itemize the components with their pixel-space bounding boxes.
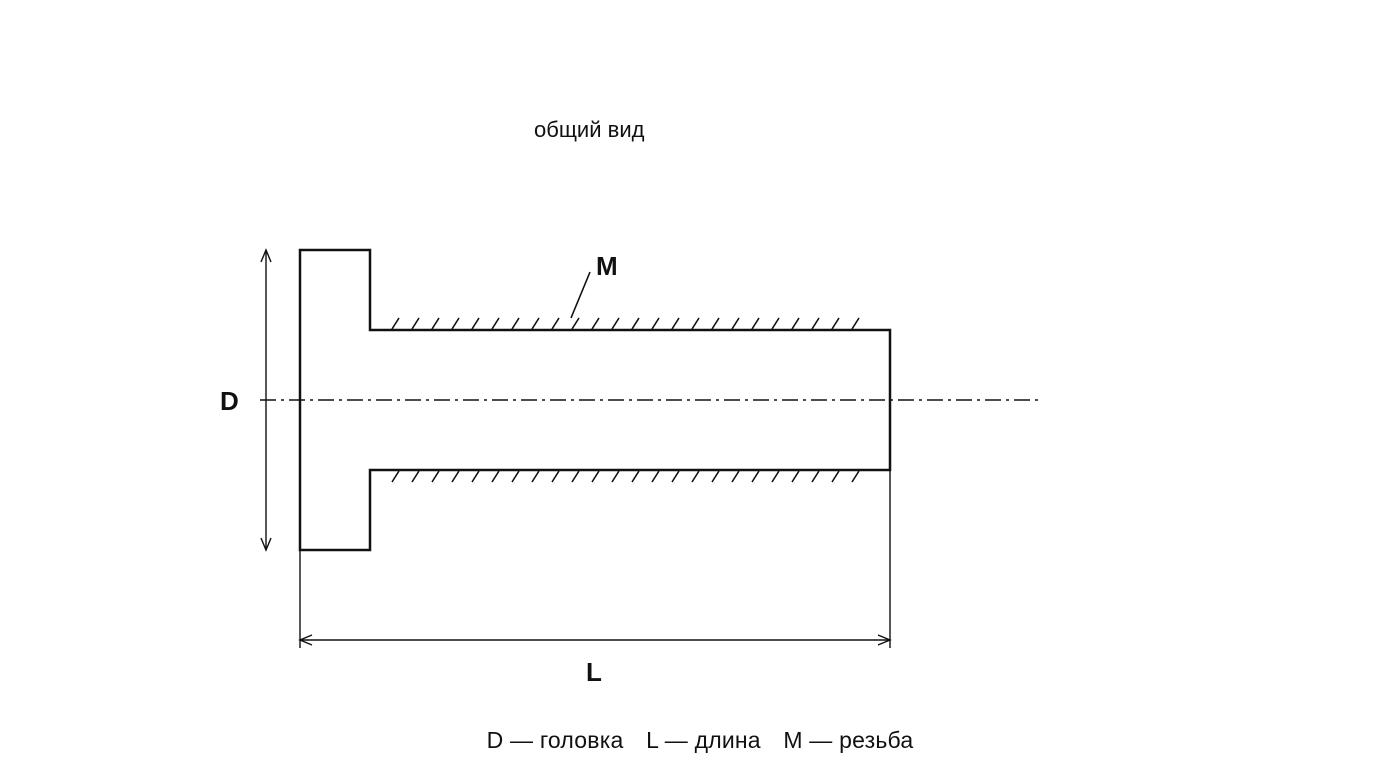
thread-hatch-mark xyxy=(671,317,680,330)
thread-hatch-mark xyxy=(571,317,580,330)
label-l: L xyxy=(586,657,602,687)
thread-hatch-mark xyxy=(811,470,820,483)
arrow-up-icon xyxy=(260,248,272,263)
thread-hatch-mark xyxy=(791,470,800,483)
arrow-down-icon xyxy=(260,537,272,552)
label-m: M xyxy=(596,251,618,281)
thread-hatch-mark xyxy=(591,470,600,483)
thread-hatch-mark xyxy=(471,317,480,330)
thread-hatch-mark xyxy=(571,470,580,483)
thread-hatch-mark xyxy=(511,470,520,483)
thread-hatch-mark xyxy=(851,470,860,483)
thread-hatching-bottom xyxy=(391,470,860,483)
legend-item: M — резьба xyxy=(783,727,914,753)
thread-hatch-mark xyxy=(531,470,540,483)
thread-hatch-mark xyxy=(631,470,640,483)
thread-hatch-mark xyxy=(731,470,740,483)
thread-hatch-mark xyxy=(591,317,600,330)
thread-hatch-mark xyxy=(771,317,780,330)
thread-hatch-mark xyxy=(831,317,840,330)
thread-hatch-mark xyxy=(711,317,720,330)
thread-hatch-mark xyxy=(611,317,620,330)
thread-hatching-top xyxy=(391,317,860,330)
thread-hatch-mark xyxy=(811,317,820,330)
thread-hatch-mark xyxy=(651,317,660,330)
diagram-title: общий вид xyxy=(534,117,645,142)
legend-item: D — головка xyxy=(486,727,624,753)
thread-hatch-mark xyxy=(691,317,700,330)
arrow-left-icon xyxy=(298,634,313,646)
thread-hatch-mark xyxy=(711,470,720,483)
thread-hatch-mark xyxy=(491,317,500,330)
thread-hatch-mark xyxy=(531,317,540,330)
thread-hatch-mark xyxy=(451,317,460,330)
thread-hatch-mark xyxy=(791,317,800,330)
legend-item: L — длина xyxy=(646,727,761,753)
length-dimension xyxy=(298,470,892,648)
thread-hatch-mark xyxy=(751,470,760,483)
thread-hatch-mark xyxy=(751,317,760,330)
arrow-right-icon xyxy=(877,634,892,646)
thread-hatch-mark xyxy=(471,470,480,483)
thread-hatch-mark xyxy=(551,470,560,483)
thread-hatch-mark xyxy=(411,317,420,330)
thread-hatch-mark xyxy=(451,470,460,483)
thread-hatch-mark xyxy=(551,317,560,330)
thread-hatch-mark xyxy=(831,470,840,483)
thread-hatch-mark xyxy=(431,317,440,330)
thread-hatch-mark xyxy=(671,470,680,483)
thread-hatch-mark xyxy=(511,317,520,330)
thread-hatch-mark xyxy=(651,470,660,483)
thread-hatch-mark xyxy=(391,470,400,483)
thread-hatch-mark xyxy=(731,317,740,330)
thread-hatch-mark xyxy=(411,470,420,483)
thread-hatch-mark xyxy=(431,470,440,483)
legend: D — головка L — длина M — резьба xyxy=(0,727,1400,754)
thread-hatch-mark xyxy=(851,317,860,330)
thread-hatch-mark xyxy=(631,317,640,330)
thread-hatch-mark xyxy=(491,470,500,483)
thread-hatch-mark xyxy=(691,470,700,483)
thread-hatch-mark xyxy=(771,470,780,483)
label-d: D xyxy=(220,386,239,416)
thread-hatch-mark xyxy=(391,317,400,330)
thread-leader-line xyxy=(570,271,591,319)
thread-hatch-mark xyxy=(611,470,620,483)
diameter-dimension xyxy=(260,248,272,552)
